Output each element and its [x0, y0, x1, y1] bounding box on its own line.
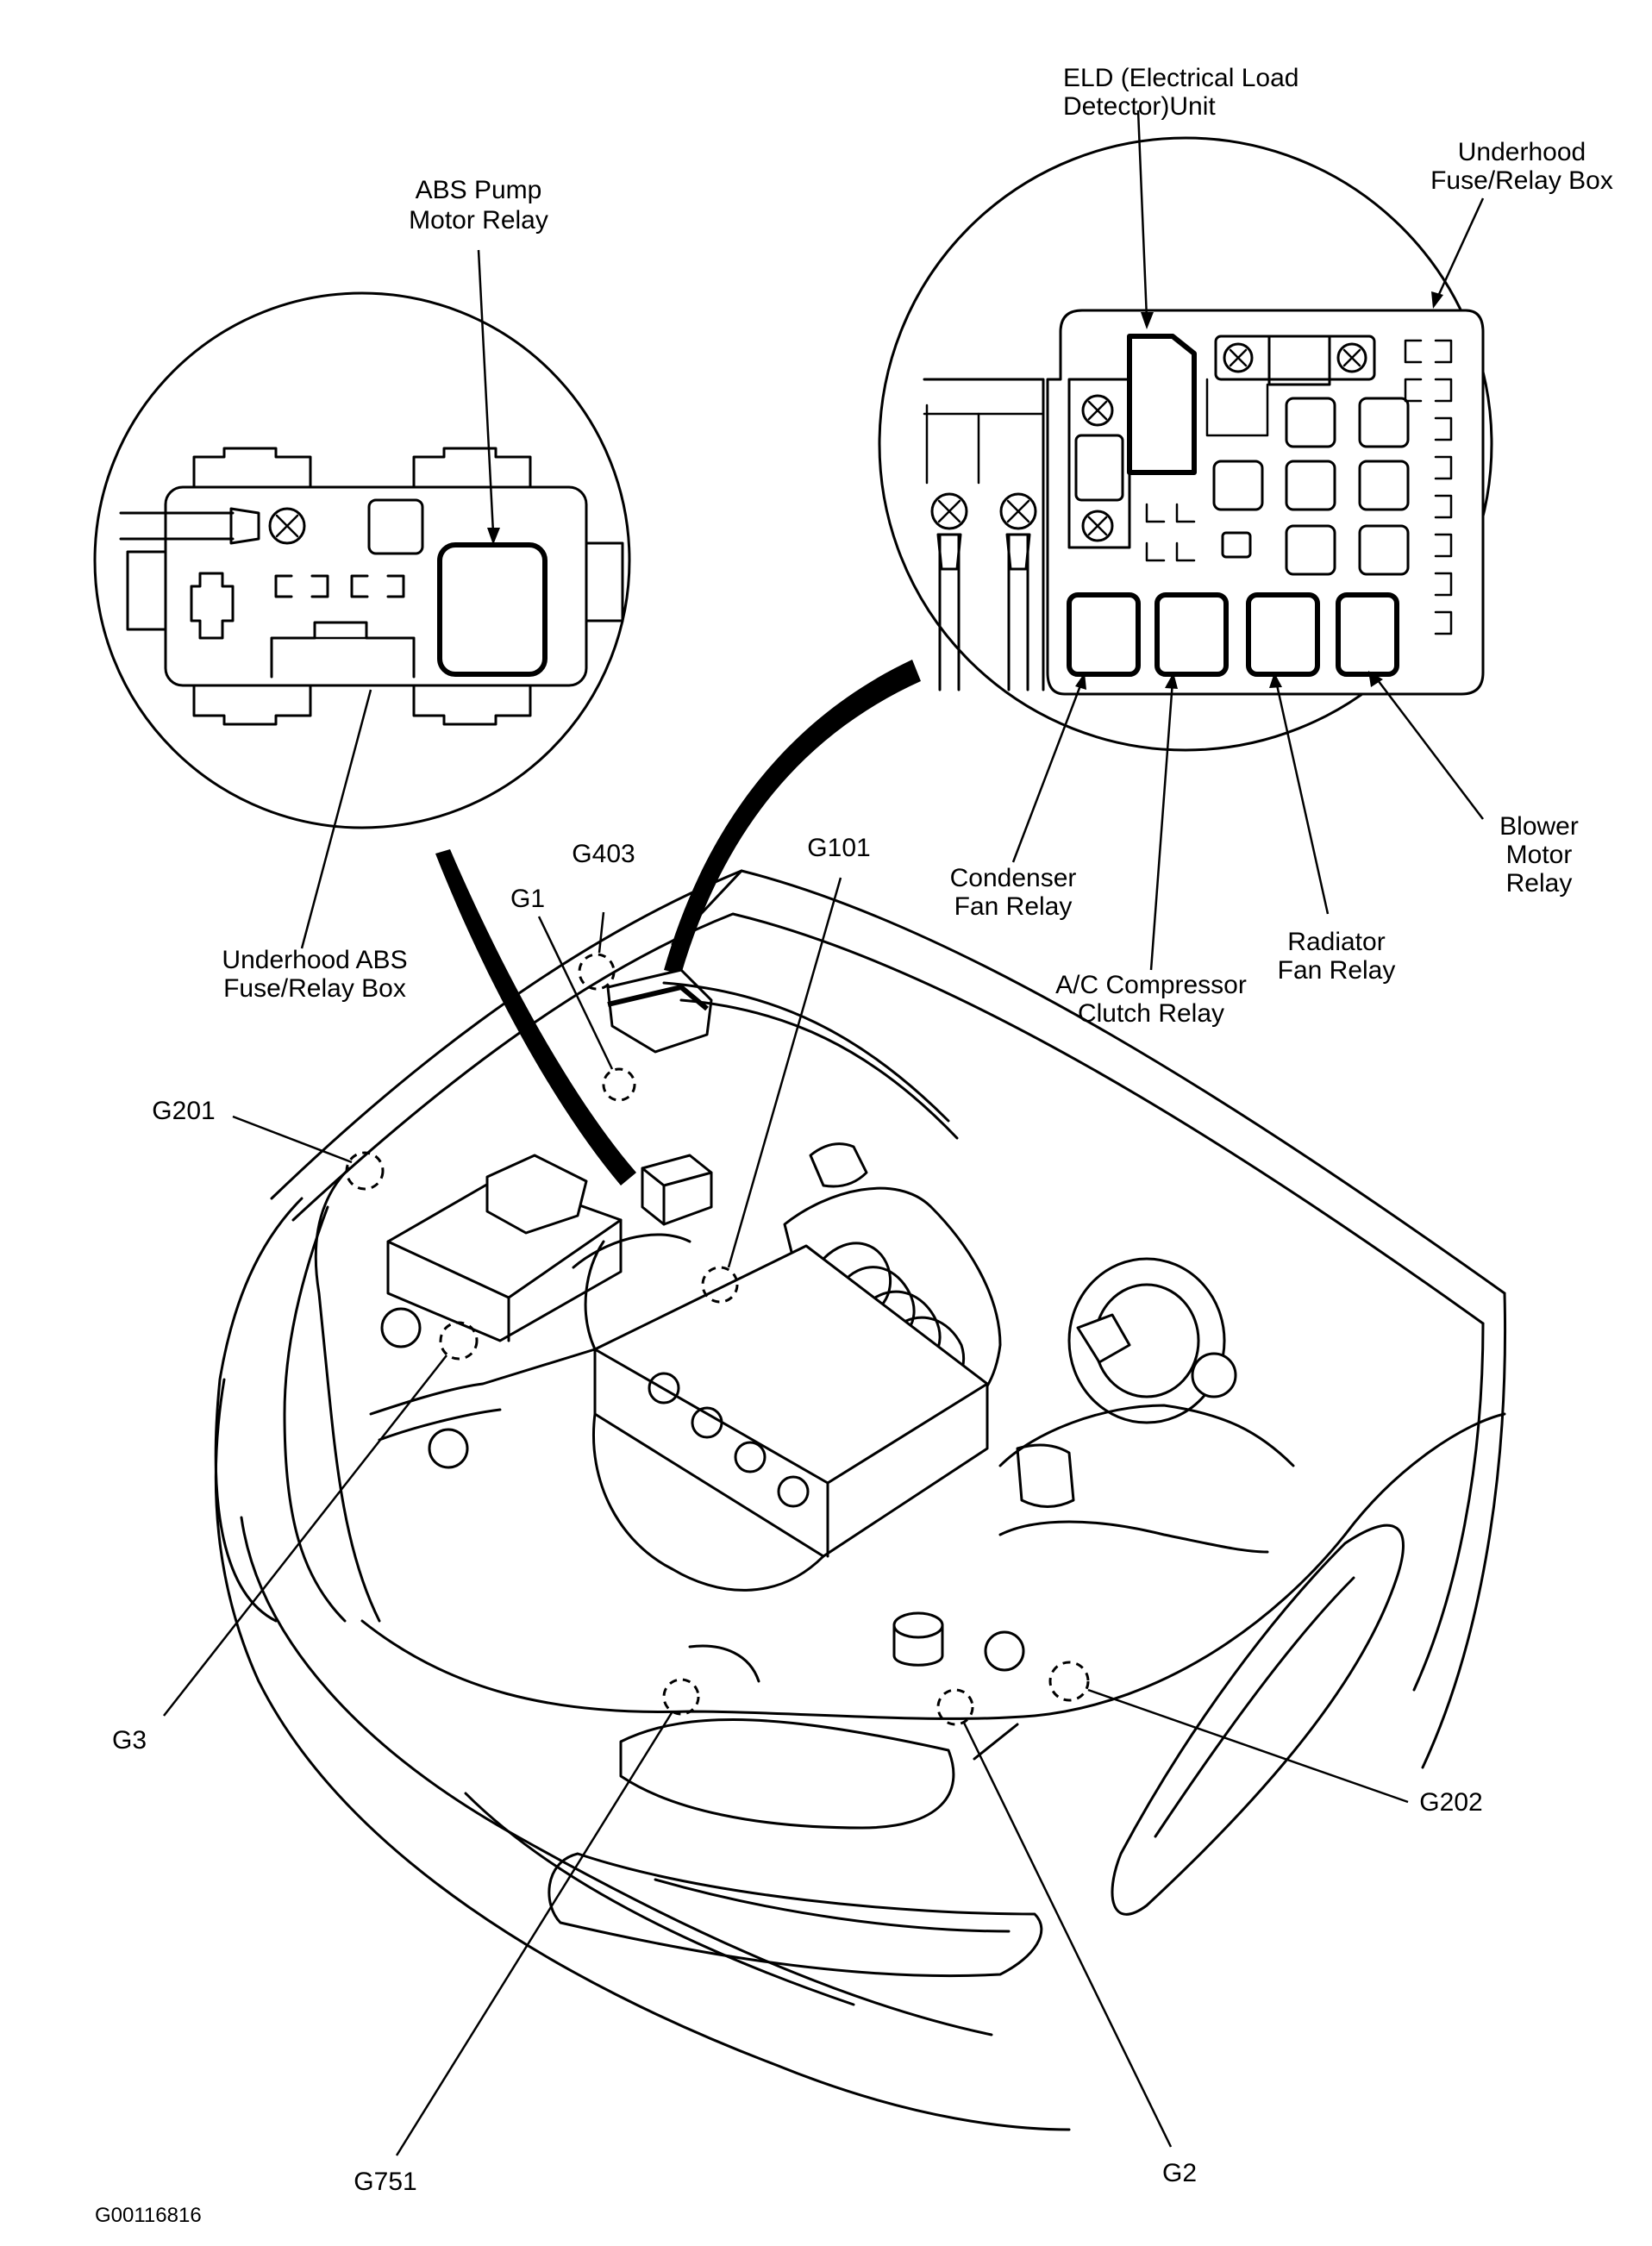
- blower-motor-relay: [1336, 592, 1399, 677]
- g202-label: G202: [1419, 1788, 1482, 1817]
- g1-marker: [602, 1067, 636, 1102]
- condenser-fan-relay-label-2: Fan Relay: [954, 892, 1073, 921]
- eld-unit-label-1: ELD (Electrical Load: [1063, 64, 1298, 92]
- eld-unit-label-2: Detector)Unit: [1063, 92, 1216, 121]
- g2-marker: [936, 1688, 974, 1726]
- ac-compressor-clutch-relay: [1155, 592, 1229, 677]
- condenser-fan-relay-label-1: Condenser: [950, 864, 1077, 892]
- g3-marker: [439, 1321, 479, 1361]
- g403-label: G403: [572, 840, 635, 868]
- abs-pump-motor-relay-label-1: ABS Pump: [416, 176, 542, 204]
- g101-marker: [701, 1266, 739, 1304]
- leader-lines: [163, 109, 1485, 2156]
- underhood-fuse-relay-box-label-1: Underhood: [1458, 138, 1586, 166]
- g403-marker: [578, 953, 616, 991]
- g202-marker: [1048, 1661, 1090, 1702]
- inset-link-left: [435, 849, 636, 1186]
- underhood-abs-fuse-relay-box-label-1: Underhood ABS: [222, 946, 407, 974]
- condenser-fan-relay: [1067, 592, 1141, 677]
- blower-motor-relay-label-2: Motor: [1506, 841, 1573, 869]
- radiator-fan-relay-label-1: Radiator: [1287, 928, 1385, 956]
- inset-link-right: [664, 660, 921, 974]
- radiator-fan-relay-label-2: Fan Relay: [1278, 956, 1396, 985]
- ac-compressor-clutch-relay-label-1: A/C Compressor: [1055, 971, 1247, 999]
- g2-label: G2: [1162, 2159, 1197, 2187]
- g751-marker: [662, 1678, 700, 1716]
- g751-label: G751: [354, 2168, 416, 2196]
- blower-motor-relay-label-3: Relay: [1506, 869, 1573, 898]
- ac-compressor-clutch-relay-label-2: Clutch Relay: [1078, 999, 1224, 1028]
- blower-motor-relay-label-1: Blower: [1499, 812, 1579, 841]
- underhood-fuse-relay-box-label-2: Fuse/Relay Box: [1430, 166, 1613, 195]
- g101-label: G101: [807, 834, 870, 862]
- abs-pump-motor-relay-label-2: Motor Relay: [409, 206, 548, 235]
- abs-pump-motor-relay: [437, 542, 548, 677]
- radiator-fan-relay: [1246, 592, 1320, 677]
- g1-label: G1: [510, 885, 545, 913]
- fuse-box-inset: [878, 136, 1493, 752]
- figure-code: G00116816: [95, 2204, 202, 2227]
- underhood-abs-fuse-relay-box-label-2: Fuse/Relay Box: [223, 974, 406, 1003]
- inset-circle-left: [93, 291, 631, 829]
- car-line-art: [214, 869, 1507, 2131]
- inset-circle-right: [878, 136, 1493, 752]
- g201-label: G201: [152, 1097, 215, 1125]
- g3-label: G3: [112, 1726, 147, 1755]
- abs-fuse-box-inset: [93, 291, 631, 829]
- g201-marker: [345, 1151, 385, 1191]
